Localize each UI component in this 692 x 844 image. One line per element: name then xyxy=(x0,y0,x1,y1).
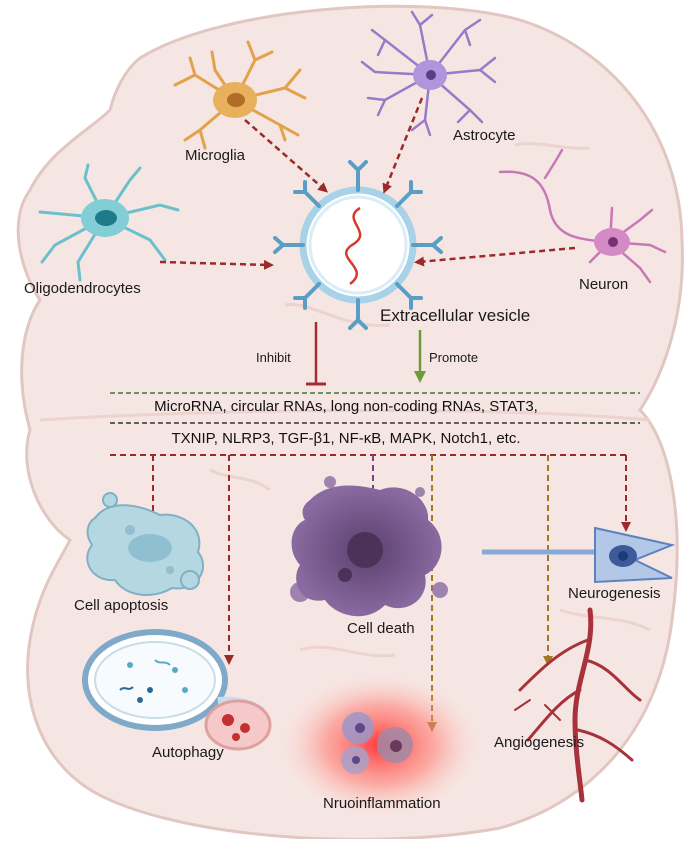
brain-fold xyxy=(299,645,396,658)
cell-apoptosis-illustration xyxy=(86,492,205,596)
neuroinflammation-illustration xyxy=(280,673,480,817)
brain-fold xyxy=(284,302,391,328)
label-neuron: Neuron xyxy=(579,276,629,293)
oligodendrocyte-illustration xyxy=(38,163,180,282)
microglia-illustration xyxy=(173,40,307,150)
label-oligodendrocytes: Oligodendrocytes xyxy=(24,280,141,297)
label-neurogenesis: Neurogenesis xyxy=(568,585,661,602)
brain-fold xyxy=(559,608,651,632)
cell-death-illustration xyxy=(290,476,448,617)
label-neuroinflammation: Nruoinflammation xyxy=(323,795,441,812)
label-inhibit: Inhibit xyxy=(256,350,291,365)
label-cell-apoptosis: Cell apoptosis xyxy=(74,597,169,614)
label-promote: Promote xyxy=(429,350,479,365)
brain-fold xyxy=(514,142,591,150)
label-astrocyte: Astrocyte xyxy=(453,127,516,144)
neuron-illustration xyxy=(498,148,667,284)
arrows-to-vesicle xyxy=(159,97,576,270)
astrocyte-illustration xyxy=(360,10,497,137)
molecule-list-line2: TXNIP, NLRP3, TGF-β1, NF-κB, MAPK, Notch… xyxy=(171,430,521,447)
label-angiogenesis: Angiogenesis xyxy=(494,734,585,751)
label-extracellular-vesicle: Extracellular vesicle xyxy=(380,306,531,325)
label-cell-death: Cell death xyxy=(347,620,415,637)
brain-fold xyxy=(39,409,651,422)
neurogenesis-illustration xyxy=(482,526,676,584)
angiogenesis-illustration xyxy=(514,607,642,803)
label-autophagy: Autophagy xyxy=(152,744,224,761)
brain-fold xyxy=(209,468,271,492)
extracellular-vesicle-illustration xyxy=(273,160,443,330)
autophagy-illustration xyxy=(82,629,272,751)
molecule-list-line1: MicroRNA, circular RNAs, long non-coding… xyxy=(154,398,538,415)
label-microglia: Microglia xyxy=(185,147,246,164)
